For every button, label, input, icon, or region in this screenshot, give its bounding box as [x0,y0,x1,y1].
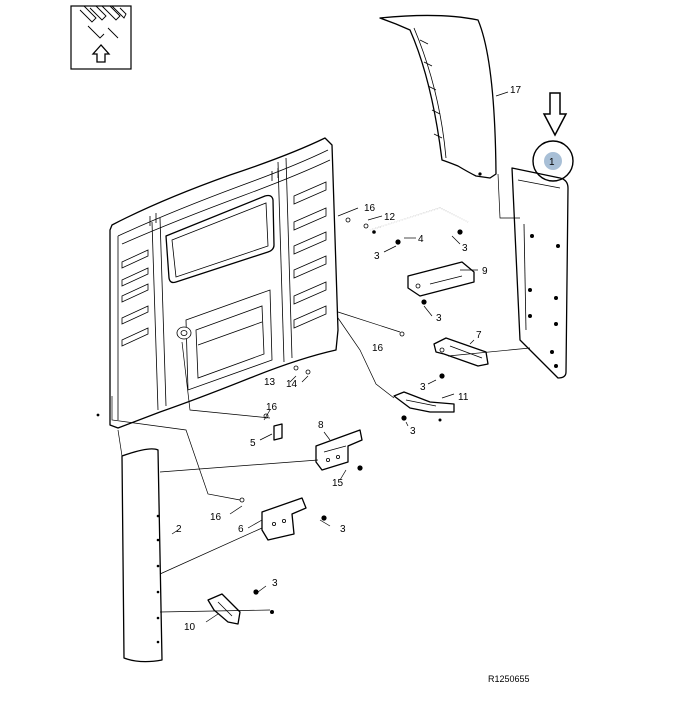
callout-3-c: 3 [436,313,442,324]
up-arrow-icon [91,44,111,63]
part-9-bracket [407,261,475,297]
callout-12: 12 [384,212,396,223]
part-1-highlight [532,140,574,182]
callout-3-f: 3 [340,524,346,535]
callout-9: 9 [482,266,488,277]
callout-3-g: 3 [272,578,278,589]
callout-3-d: 3 [420,382,426,393]
leader-lines [111,91,531,623]
callout-14: 14 [286,379,298,390]
part-6-bracket [261,497,307,541]
part-10-bracket [207,593,241,625]
upper-trim-panel [379,14,497,179]
callout-15: 15 [332,478,344,489]
callout-3-a: 3 [374,251,380,262]
lower-trim-panel [121,448,163,663]
bulkhead-panel [96,137,339,429]
down-arrow-icon [542,92,568,137]
callout-8: 8 [318,420,324,431]
locator-thumbnail [70,5,132,70]
part-5-clip [273,423,283,441]
callout-3-e: 3 [410,426,416,437]
callout-13: 13 [264,377,276,388]
callout-2: 2 [176,524,182,535]
part-4-rod [369,207,469,234]
right-trim-panel [511,167,569,379]
callout-labels: 1 17 16 12 4 3 3 9 3 7 16 13 14 3 11 16 … [176,85,555,633]
callout-16-top: 16 [364,203,376,214]
fasteners [239,217,463,614]
callout-17: 17 [510,85,522,96]
callout-11: 11 [458,392,469,403]
callout-1: 1 [549,157,555,168]
callout-16-mid: 16 [372,343,384,354]
callout-7: 7 [476,330,482,341]
callout-16-bottom: 16 [210,512,222,523]
callout-6: 6 [238,524,244,535]
part-7-bracket [433,337,489,367]
part-8-bracket [315,429,363,471]
callout-3-b: 3 [462,243,468,254]
callout-5: 5 [250,438,256,449]
callout-16-low: 16 [266,402,278,413]
reference-code: R1250655 [488,674,530,684]
part-11-bracket [393,391,455,422]
callout-10: 10 [184,622,196,633]
callout-4: 4 [418,234,424,245]
